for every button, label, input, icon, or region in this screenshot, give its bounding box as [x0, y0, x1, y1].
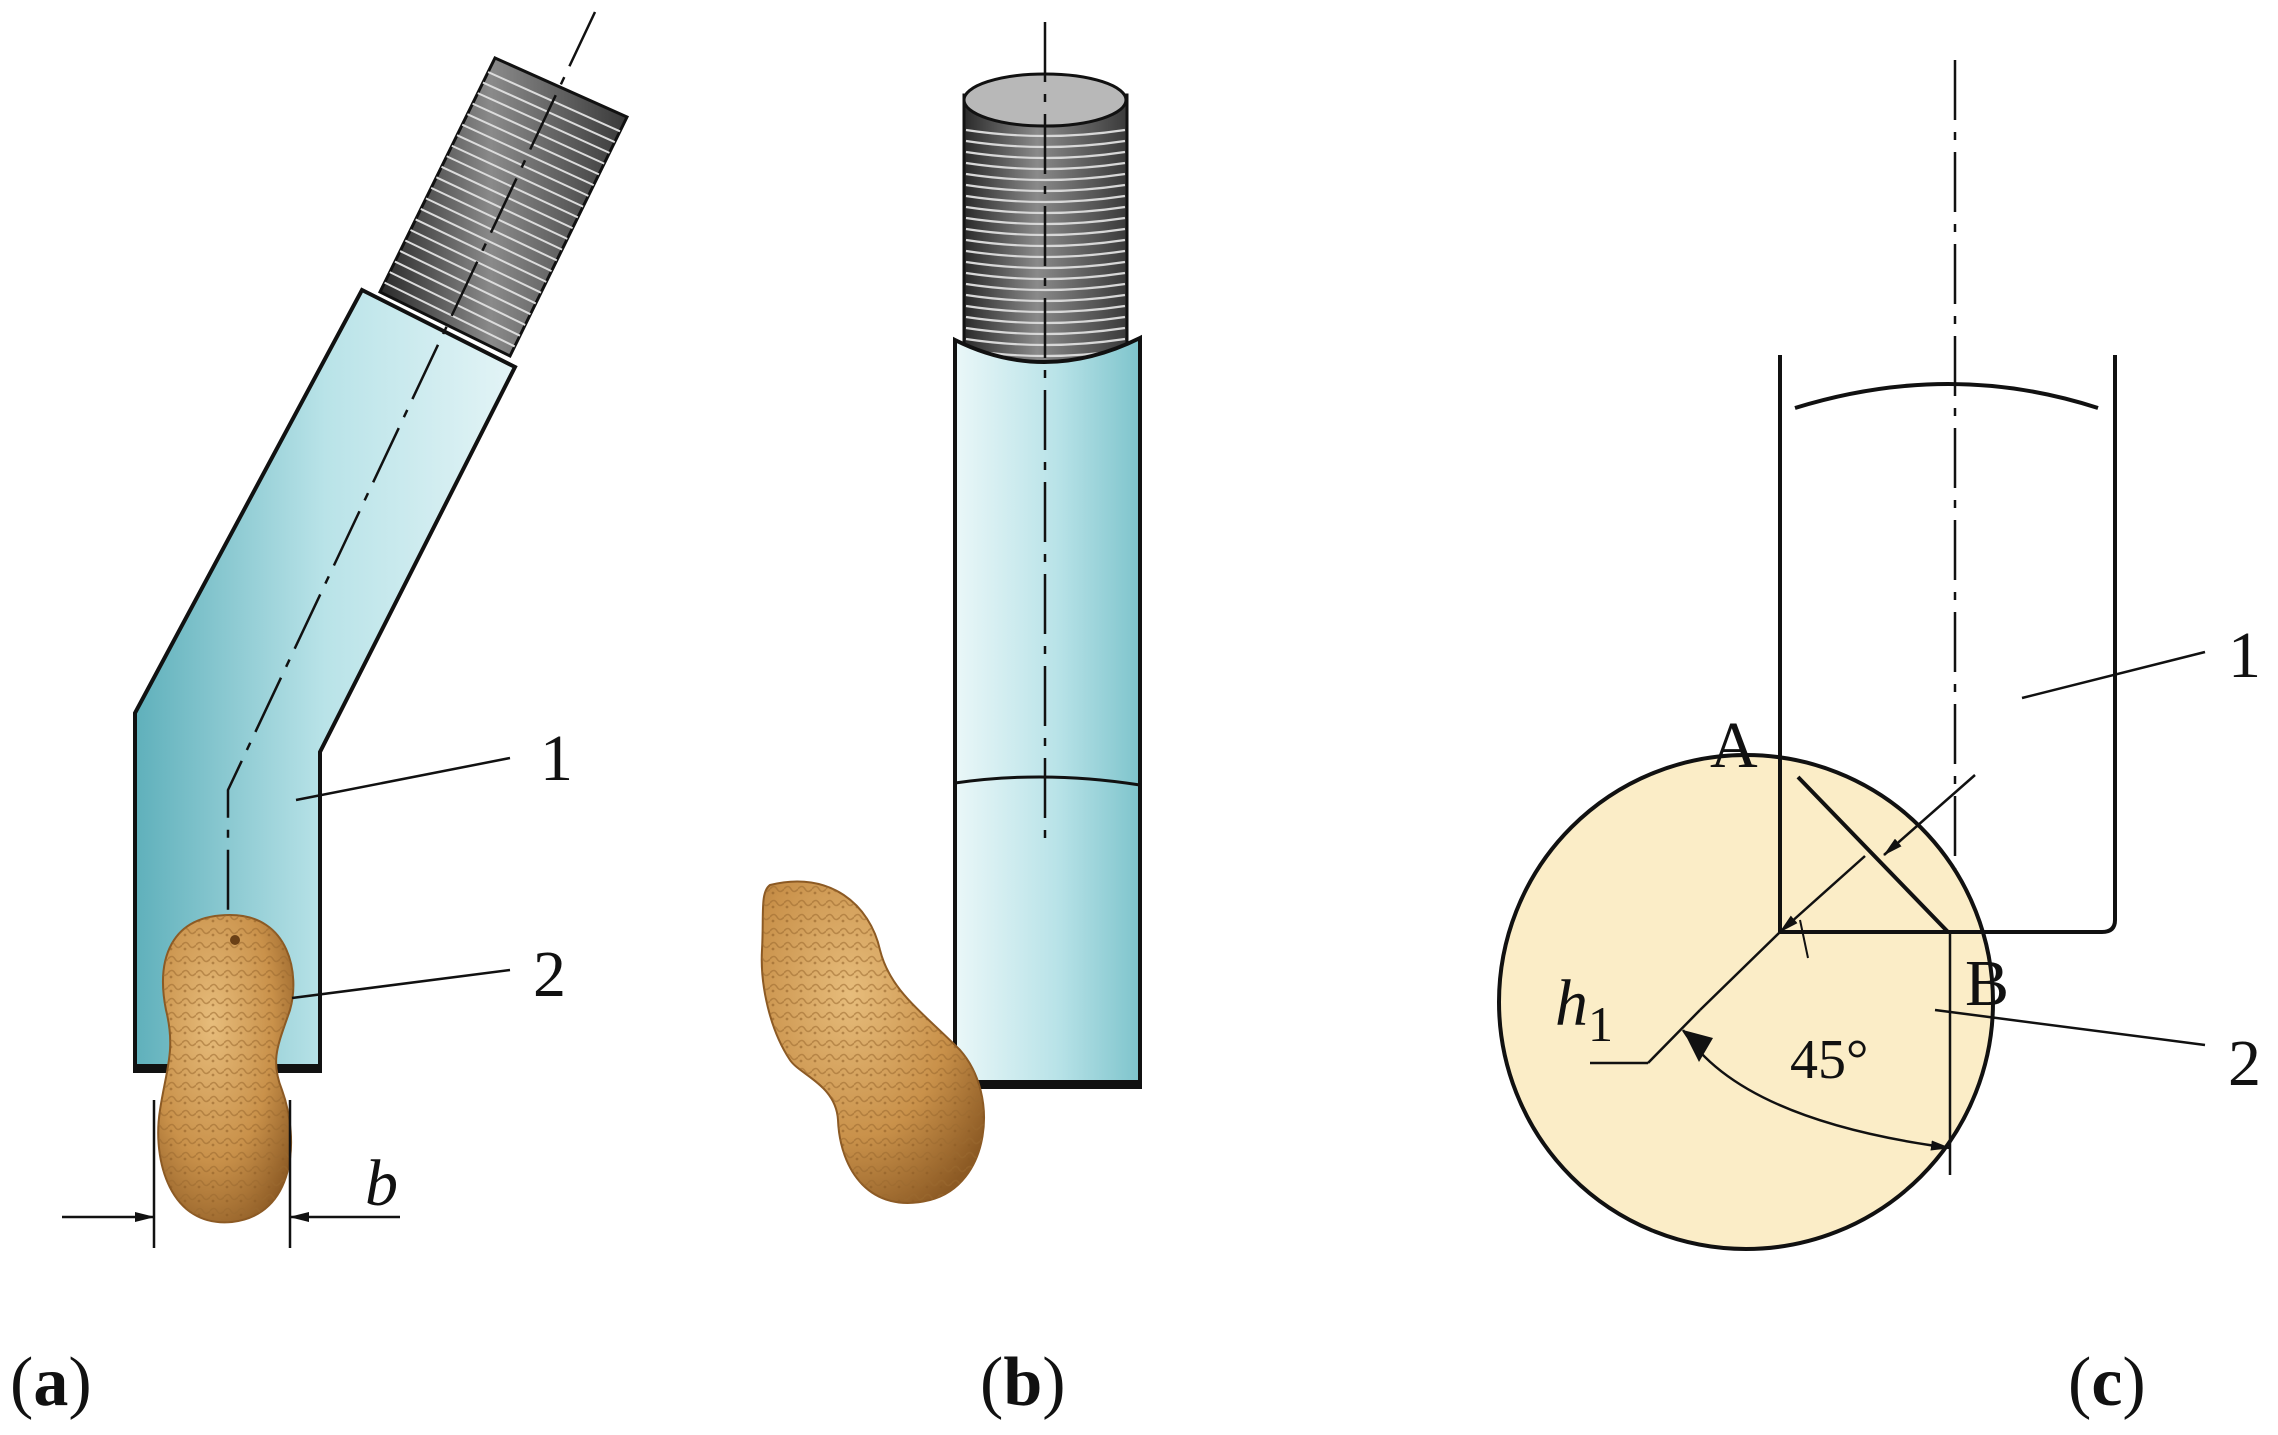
dimension-b-label: b: [365, 1147, 398, 1220]
label-a-tool: 1: [540, 722, 573, 795]
thread-ridge: [389, 271, 521, 337]
tool-b-tip: [953, 1080, 1142, 1089]
peanut-b: [760, 880, 985, 1204]
leader-a-2: [291, 968, 511, 1000]
panel-label-c: (c): [2068, 1344, 2146, 1421]
thread-ridge: [410, 229, 542, 294]
thread-ridge: [965, 194, 1126, 204]
thread-ridge: [461, 123, 595, 187]
thread-ridge: [965, 260, 1126, 270]
panel-c-diagram: 1 2 A B h1 45°: [1497, 60, 2261, 1251]
thread-ridge: [965, 172, 1126, 182]
tool-b-body: [953, 334, 1142, 1087]
leader-a-1: [295, 756, 511, 802]
leader-c-2: [1934, 1008, 2206, 1047]
label-a-peanut: 2: [533, 938, 566, 1011]
thread-ridge: [404, 239, 537, 305]
angle-arc-start-arrow: [1683, 1030, 1713, 1062]
angle-label: 45°: [1790, 1029, 1868, 1091]
thread-ridge: [451, 144, 584, 208]
dimension-h1: [1590, 774, 1976, 1065]
point-b-label: B: [1965, 947, 2009, 1020]
panel-b-diagram: [760, 22, 1142, 1204]
dimension-b: [62, 1100, 400, 1248]
height-symbol: h1: [1555, 967, 1613, 1052]
thread-ridge: [384, 281, 516, 348]
point-a-label: A: [1710, 709, 1758, 782]
thread-ridge: [965, 282, 1126, 292]
peanut-c-section: [1497, 753, 1995, 1251]
leader-c-1: [2021, 650, 2206, 700]
label-c-peanut: 2: [2228, 1027, 2261, 1100]
thread-ridge: [415, 218, 547, 283]
panel-a-diagram: 1 2 b: [62, 11, 630, 1248]
label-c-tool: 1: [2228, 619, 2261, 692]
thread-ridge: [399, 250, 531, 316]
tool-a-centerline: [226, 11, 597, 920]
panel-label-a: (a): [10, 1344, 92, 1421]
panel-label-b: (b): [980, 1344, 1066, 1421]
thread-ridge: [394, 260, 526, 326]
tool-c-outline: [1778, 355, 2117, 934]
peanut-a: [157, 913, 295, 1224]
thread-ridge: [420, 208, 552, 273]
